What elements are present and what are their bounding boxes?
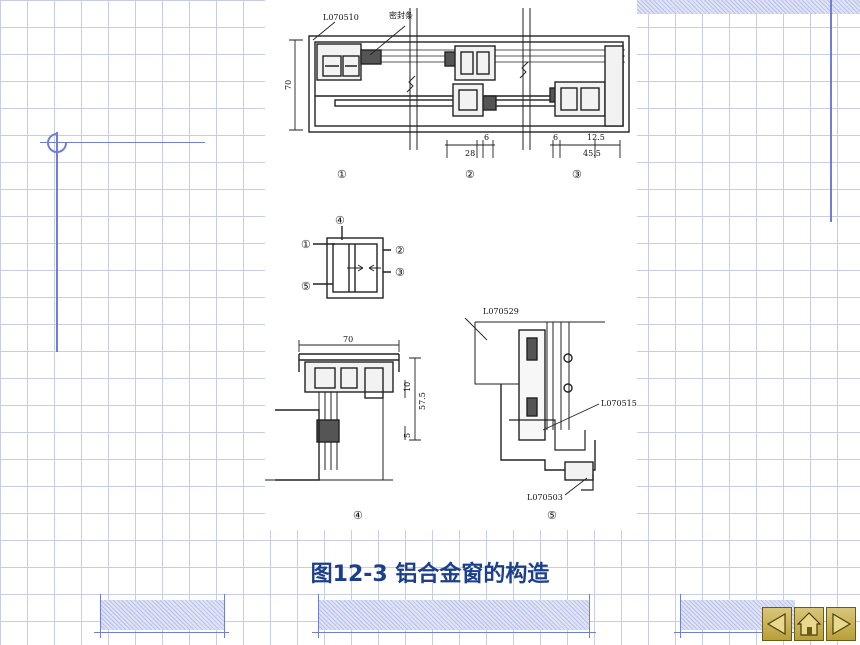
right-arrow-icon [832, 612, 852, 636]
view-label-4: ④ [353, 509, 363, 522]
marker-4: ④ [335, 214, 345, 227]
footer-line-2 [312, 632, 596, 633]
footer-bar-middle [318, 600, 590, 630]
view-label-1: ① [337, 168, 347, 181]
label-l070510: L070510 [323, 13, 359, 22]
figure-caption: 图12-3 铝合金窗的构造 [310, 562, 550, 587]
dim-6b: 6 [553, 133, 558, 142]
dim-12-5: 12.5 [587, 133, 605, 142]
dim-70-bottom: 70 [343, 335, 353, 344]
label-seal-strip: 密封条 [389, 10, 413, 20]
dim-57-5: 57.5 [418, 392, 427, 410]
marker-1: ① [301, 238, 311, 251]
next-button[interactable] [826, 607, 856, 641]
dim-5: 5 [403, 433, 412, 438]
dim-10: 10 [403, 382, 412, 392]
marker-5: ⑤ [301, 280, 311, 293]
footer-tick-3 [318, 594, 319, 638]
left-vertical-line [56, 132, 58, 352]
view-label-2: ② [465, 168, 475, 181]
footer-line-3 [674, 632, 800, 633]
footer-bar-left [100, 600, 225, 630]
left-circle-ornament [47, 133, 67, 153]
dim-28: 28 [465, 149, 475, 158]
footer-tick-4 [589, 594, 590, 638]
label-l070515: L070515 [601, 399, 637, 408]
diagram-svg: L070510 密封条 70 6 28 6 12.5 45.5 ① ② ③ ① … [265, 8, 637, 522]
view-label-5: ⑤ [547, 509, 557, 522]
footer-tick-5 [680, 594, 681, 638]
home-icon [796, 612, 822, 636]
footer-tick-2 [224, 594, 225, 638]
view-label-3: ③ [572, 168, 582, 181]
left-arrow-icon [766, 612, 786, 636]
label-l070503: L070503 [527, 493, 563, 502]
label-l070529: L070529 [483, 307, 519, 316]
footer-tick-1 [100, 594, 101, 638]
marker-3: ③ [395, 266, 405, 279]
home-button[interactable] [794, 607, 824, 641]
marker-2: ② [395, 244, 405, 257]
dim-6a: 6 [484, 133, 489, 142]
right-vertical-line [830, 0, 832, 222]
prev-button[interactable] [762, 607, 792, 641]
left-horizontal-line [40, 142, 205, 143]
dim-70-top: 70 [284, 80, 293, 90]
footer-line-1 [94, 632, 229, 633]
window-construction-diagram: L070510 密封条 70 6 28 6 12.5 45.5 ① ② ③ ① … [265, 0, 637, 530]
dim-45-5: 45.5 [583, 149, 601, 158]
